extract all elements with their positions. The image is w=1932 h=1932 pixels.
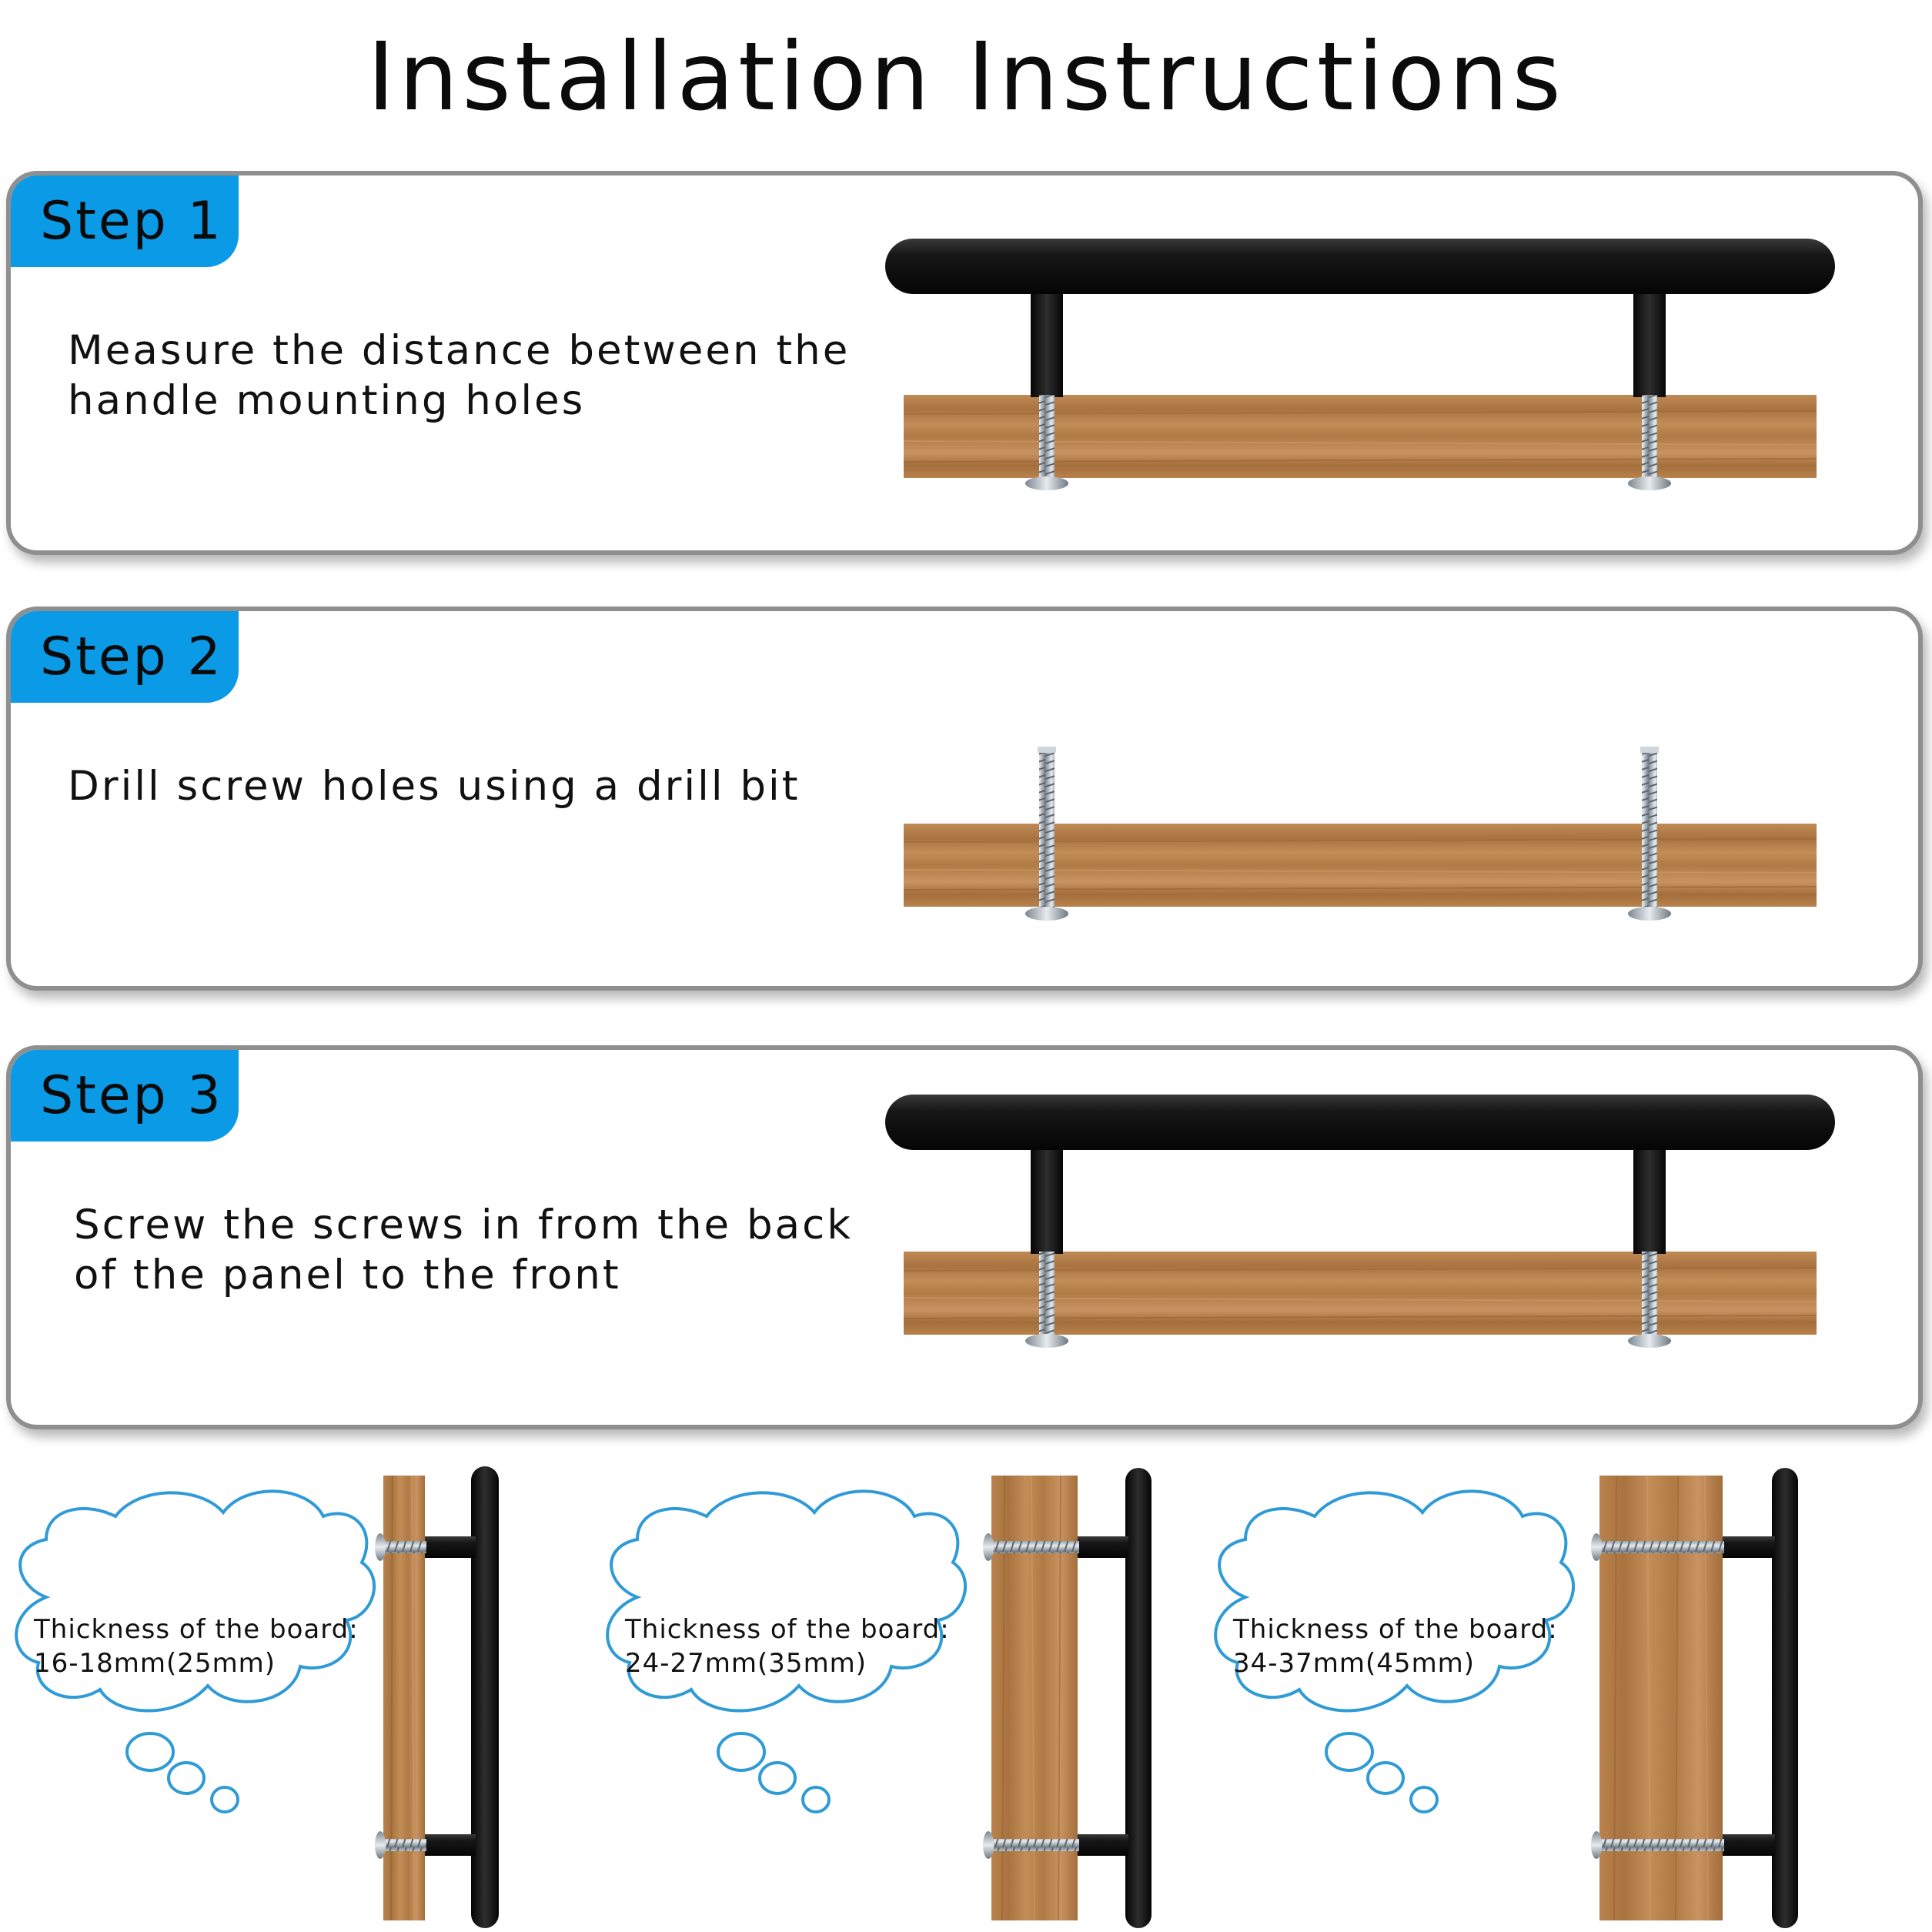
step-1-tab: Step 1 xyxy=(11,175,239,267)
handle-illustration xyxy=(885,1095,1835,1348)
screw-icon xyxy=(1025,395,1671,490)
step-1-description: Measure the distance between the handle … xyxy=(68,327,851,424)
handle-icon xyxy=(885,1095,1835,1254)
screw-icon xyxy=(1025,747,1671,921)
wood-board-icon xyxy=(1599,1475,1723,1921)
handle-illustration xyxy=(885,239,1835,490)
screw-icon xyxy=(983,1533,1079,1859)
handle-icon xyxy=(1078,1468,1152,1928)
handle-icon xyxy=(885,239,1835,397)
thickness-unit-2 xyxy=(606,1468,1152,1928)
handle-icon xyxy=(425,1466,499,1928)
thickness-label-2: Thickness of the board: 24-27mm(35mm) xyxy=(625,1614,950,1679)
wood-board-icon xyxy=(903,395,1817,478)
step-2-label: Step 2 xyxy=(40,627,223,687)
thickness-unit-3 xyxy=(1214,1468,1798,1928)
handle-icon xyxy=(1723,1468,1798,1928)
step-1-label: Step 1 xyxy=(40,191,223,252)
step-2-description: Drill screw holes using a drill bit xyxy=(68,763,801,810)
screw-icon xyxy=(1591,1533,1724,1859)
wood-board-icon xyxy=(383,1475,425,1921)
screw-icon xyxy=(375,1533,426,1859)
wood-board-icon xyxy=(991,1475,1078,1921)
step-2-tab: Step 2 xyxy=(11,611,239,703)
wood-board-icon xyxy=(903,1252,1817,1335)
step-3-description: Screw the screws in from the back of the… xyxy=(74,1202,853,1299)
step-3-tab: Step 3 xyxy=(11,1050,239,1141)
step-1-card: Step 1 Measure the distance between the … xyxy=(6,171,1923,555)
thickness-unit-1 xyxy=(15,1466,499,1928)
step-3-label: Step 3 xyxy=(40,1065,223,1126)
step-2-card: Step 2 Drill screw holes using a drill b… xyxy=(6,607,1923,991)
step-3-card: Step 3 Screw the screws in from the back… xyxy=(6,1045,1923,1429)
screw-icon xyxy=(1025,1252,1671,1348)
thickness-label-1: Thickness of the board: 16-18mm(25mm) xyxy=(34,1614,359,1679)
thickness-label-3: Thickness of the board: 34-37mm(45mm) xyxy=(1233,1614,1558,1679)
drill-illustration xyxy=(903,747,1817,921)
page-title: Installation Instructions xyxy=(367,22,1565,132)
wood-board-icon xyxy=(903,824,1817,907)
